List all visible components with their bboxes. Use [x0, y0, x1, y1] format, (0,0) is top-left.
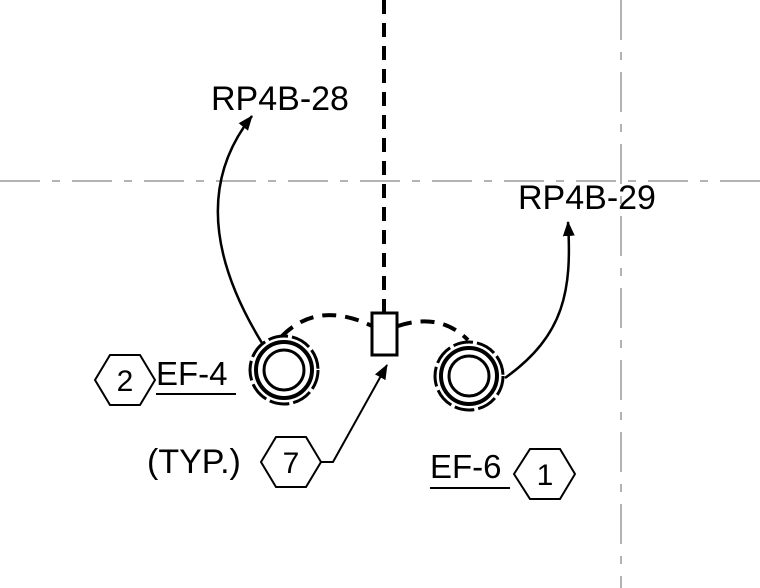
circuit-label-right: RP4B-29 [518, 179, 656, 217]
keynote-number-2: 2 [117, 365, 134, 398]
home-run-arrow-left [216, 115, 264, 344]
typical-note: (TYP.) [147, 443, 241, 481]
fan-ef4-symbol [248, 334, 320, 406]
fan-tag-ef6: EF-6 [430, 448, 502, 485]
dashed-wiring-right [397, 319, 470, 342]
keynote-hexagon-1 [512, 448, 577, 500]
keynote-number-1: 1 [537, 459, 554, 492]
keynote-number-7: 7 [283, 447, 300, 480]
keynote-leader [321, 364, 388, 463]
switch-symbol [370, 311, 399, 357]
fan-ef6-symbol [433, 340, 505, 412]
home-run-arrow-right [504, 221, 575, 380]
keynote-hexagon-2 [93, 354, 157, 406]
circuit-label-left: RP4B-28 [211, 80, 349, 118]
fan-tag-ef4: EF-4 [156, 355, 228, 392]
dashed-wiring-left [280, 313, 373, 338]
keynote-hexagon-7 [259, 436, 323, 488]
